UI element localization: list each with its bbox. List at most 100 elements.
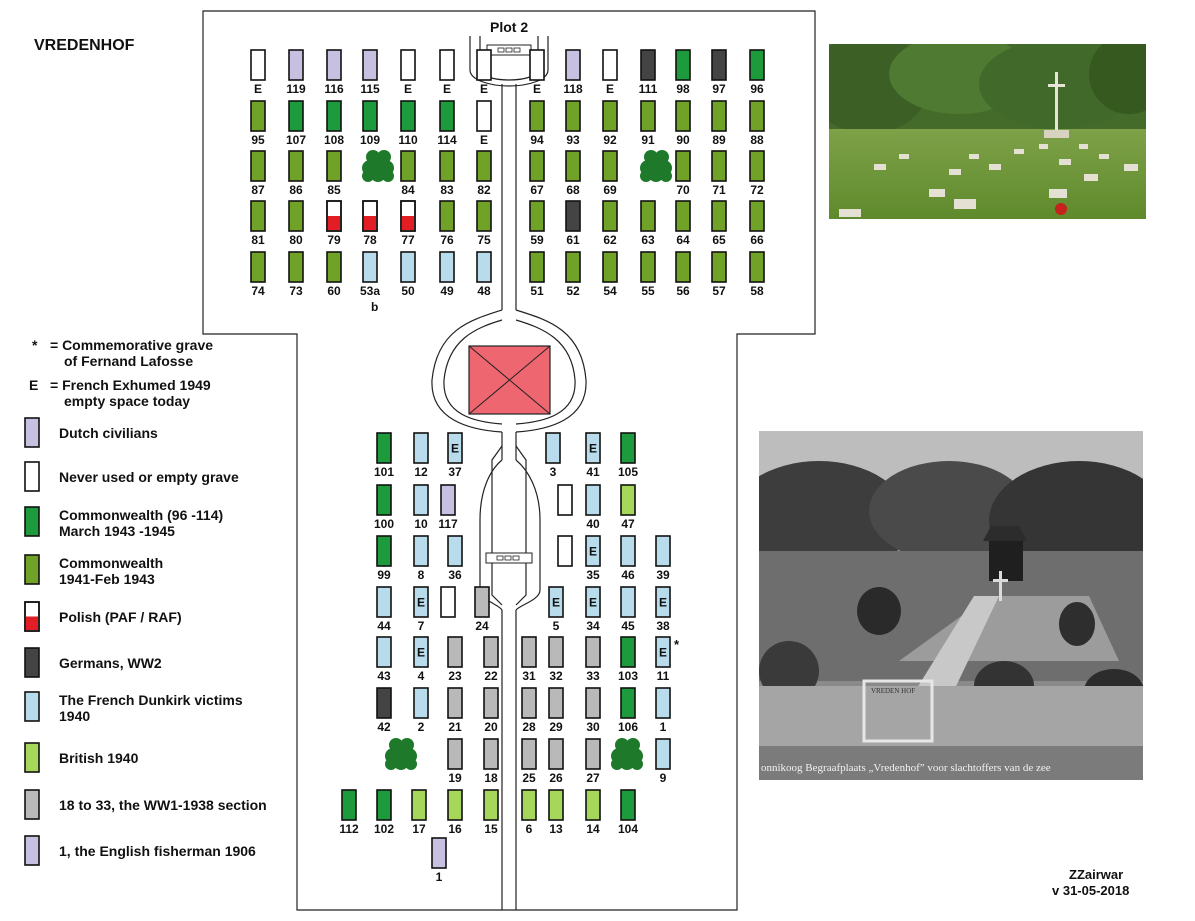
grave-58: 58 bbox=[750, 252, 764, 298]
grave-25: 25 bbox=[522, 739, 536, 785]
grave-11: E11 bbox=[656, 637, 670, 683]
grave-85: 85 bbox=[327, 151, 341, 197]
grave-number: 76 bbox=[440, 233, 454, 247]
grave-12: 12 bbox=[414, 433, 428, 479]
grave-69: 69 bbox=[603, 151, 617, 197]
grave-110: 110 bbox=[398, 101, 418, 147]
legend-swatch-cw_late bbox=[25, 507, 39, 536]
grave-number: E bbox=[443, 82, 451, 96]
legend-line: Commonwealth bbox=[59, 555, 163, 571]
tree-icon bbox=[362, 150, 394, 182]
central-monument bbox=[469, 346, 550, 414]
legend-line: 18 to 33, the WW1-1938 section bbox=[59, 797, 267, 813]
grave-number: 98 bbox=[676, 82, 690, 96]
grave-number: 68 bbox=[566, 183, 580, 197]
grave-117: 117 bbox=[438, 485, 458, 531]
legend-item-dutch: 1, the English fisherman 1906 bbox=[59, 843, 256, 859]
grave-27: 27 bbox=[586, 739, 600, 785]
grave-90: 90 bbox=[676, 101, 690, 147]
grave-number: 24 bbox=[475, 619, 489, 633]
grave-number: 63 bbox=[641, 233, 655, 247]
grave-57: 57 bbox=[712, 252, 726, 298]
grave-number: 12 bbox=[414, 465, 428, 479]
grave-number: 23 bbox=[448, 669, 462, 683]
legend-line: empty space today bbox=[50, 393, 211, 409]
grave-number: 52 bbox=[566, 284, 580, 298]
grave-number: 33 bbox=[586, 669, 600, 683]
grave-number: 87 bbox=[251, 183, 265, 197]
grave-49: 49 bbox=[440, 252, 454, 298]
grave-106: 106 bbox=[618, 688, 638, 734]
grave-22: 22 bbox=[484, 637, 498, 683]
grave-14: 14 bbox=[586, 790, 600, 836]
grave-number: 55 bbox=[641, 284, 655, 298]
legend-item-french: The French Dunkirk victims1940 bbox=[59, 692, 243, 724]
grave-95: 95 bbox=[251, 101, 265, 147]
grave-number: 31 bbox=[522, 669, 536, 683]
legend-line: March 1943 -1945 bbox=[59, 523, 223, 539]
grave-13: 13 bbox=[549, 790, 563, 836]
grave-number: 9 bbox=[660, 771, 667, 785]
grave-118: 118 bbox=[563, 50, 583, 96]
grave-number: 3 bbox=[550, 465, 557, 479]
grave-55: 55 bbox=[641, 252, 655, 298]
grave-16: 16 bbox=[448, 790, 462, 836]
grave-number: 58 bbox=[750, 284, 764, 298]
grave-number: 16 bbox=[448, 822, 462, 836]
grave-number: 110 bbox=[398, 133, 418, 147]
grave-number: E bbox=[254, 82, 262, 96]
grave-53a: 53a bbox=[360, 252, 380, 298]
grave-number: 69 bbox=[603, 183, 617, 197]
grave-number: 82 bbox=[477, 183, 491, 197]
grave-number: 70 bbox=[676, 183, 690, 197]
legend-swatch-empty bbox=[25, 462, 39, 491]
grave-number: 15 bbox=[484, 822, 498, 836]
grave-84: 84 bbox=[401, 151, 415, 197]
legend-symbol: E bbox=[29, 377, 38, 393]
grave-number: 101 bbox=[374, 465, 394, 479]
grave-43: 43 bbox=[377, 637, 391, 683]
grave-number: 103 bbox=[618, 669, 638, 683]
grave-number: 79 bbox=[327, 233, 341, 247]
grave-105: 105 bbox=[618, 433, 638, 479]
legend-swatch-german bbox=[25, 648, 39, 677]
grave-103: 103 bbox=[618, 637, 638, 683]
grave-45: 45 bbox=[621, 587, 635, 633]
legend-swatch-british bbox=[25, 743, 39, 772]
grave-62: 62 bbox=[603, 201, 617, 247]
grave-36: 36 bbox=[448, 536, 462, 582]
grave-32: 32 bbox=[549, 637, 563, 683]
grave-21: 21 bbox=[448, 688, 462, 734]
grave-number: E bbox=[480, 133, 488, 147]
grave-number: 40 bbox=[586, 517, 600, 531]
grave-54: 54 bbox=[603, 252, 617, 298]
grave-89: 89 bbox=[712, 101, 726, 147]
grave-number: 115 bbox=[360, 82, 380, 96]
grave-number: 30 bbox=[586, 720, 600, 734]
grave-53a-suffix: b bbox=[371, 300, 378, 314]
grave-80: 80 bbox=[289, 201, 303, 247]
grave-26: 26 bbox=[549, 739, 563, 785]
legend-line: = French Exhumed 1949 bbox=[50, 377, 211, 393]
grave-51: 51 bbox=[530, 252, 544, 298]
tree-icon bbox=[640, 150, 672, 182]
grave-exhumed-mark: E bbox=[417, 646, 425, 660]
grave-46: 46 bbox=[621, 536, 635, 582]
grave-number: 71 bbox=[712, 183, 726, 197]
grave-number: 6 bbox=[526, 822, 533, 836]
grave-77: 77 bbox=[401, 201, 415, 247]
grave-number: 5 bbox=[553, 619, 560, 633]
grave-111: 111 bbox=[639, 50, 658, 96]
grave-18: 18 bbox=[484, 739, 498, 785]
grave-exhumed-mark: E bbox=[589, 545, 597, 559]
grave-number: 72 bbox=[750, 183, 764, 197]
legend-swatch-dutch bbox=[25, 836, 39, 865]
legend-item-ww1: 18 to 33, the WW1-1938 section bbox=[59, 797, 267, 813]
grave-number: 56 bbox=[676, 284, 690, 298]
photo-cemetery-cross bbox=[829, 44, 1146, 219]
grave-number: 100 bbox=[374, 517, 394, 531]
legend-item-british: British 1940 bbox=[59, 750, 138, 766]
grave-34: E34 bbox=[586, 587, 600, 633]
grave-number: 92 bbox=[603, 133, 617, 147]
